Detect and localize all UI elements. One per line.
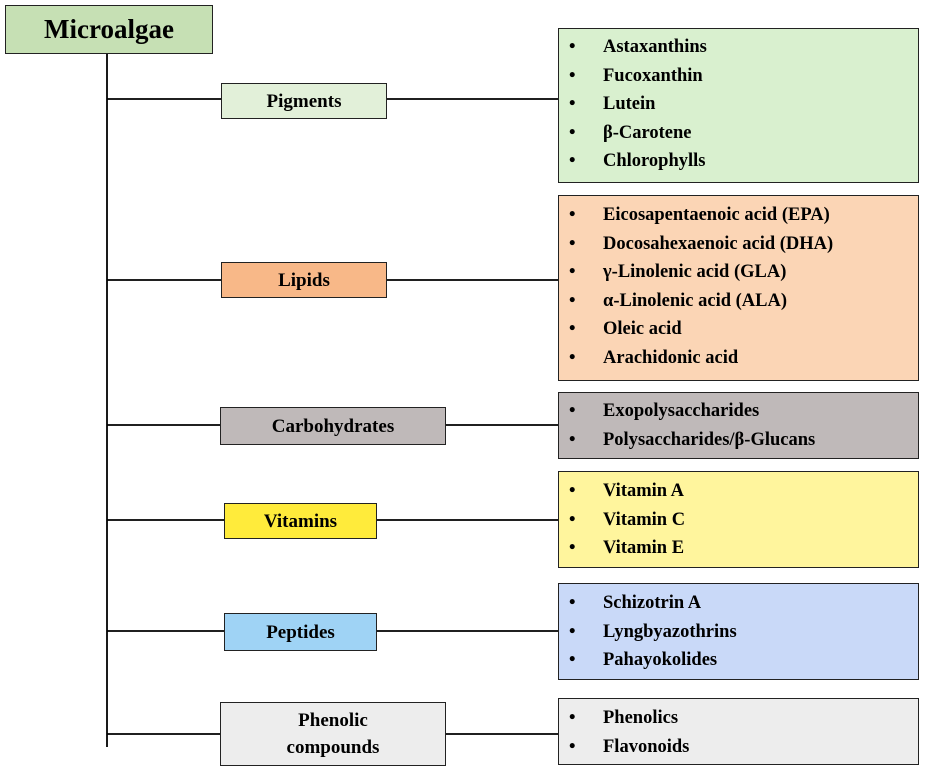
list-item: •β-Carotene xyxy=(559,119,918,148)
category-label: Pigments xyxy=(266,90,342,112)
bullet-icon: • xyxy=(569,94,576,115)
list-item: •Flavonoids xyxy=(559,733,918,762)
category-peptides: Peptides xyxy=(224,613,377,651)
bullet-icon: • xyxy=(569,319,576,340)
bullet-icon: • xyxy=(569,37,576,57)
list-item: •γ-Linolenic acid (GLA) xyxy=(559,258,918,287)
list-item: •Phenolics xyxy=(559,704,918,733)
category-label: Carbohydrates xyxy=(271,415,395,437)
list-item: •Vitamin C xyxy=(559,506,918,535)
list-item: •Chlorophylls xyxy=(559,147,918,176)
category-label: Lipids xyxy=(278,269,330,291)
list-item: •Eicosapentaenoic acid (EPA) xyxy=(559,201,918,230)
list-lipids: •Eicosapentaenoic acid (EPA) •Docosahexa… xyxy=(558,195,919,381)
list-item: •Pahayokolides xyxy=(559,646,918,675)
list-peptides: •Schizotrin A •Lyngbyazothrins •Pahayoko… xyxy=(558,583,919,680)
bullet-icon: • xyxy=(569,593,576,613)
bullet-icon: • xyxy=(569,509,576,530)
bullet-icon: • xyxy=(569,481,576,501)
bullet-icon: • xyxy=(569,708,576,728)
list-item: •α-Linolenic acid (ALA) xyxy=(559,287,918,316)
bullet-icon: • xyxy=(569,290,576,311)
list-item: •Oleic acid xyxy=(559,315,918,344)
bullet-icon: • xyxy=(569,621,576,642)
root-label: Microalgae xyxy=(44,14,174,44)
list-item: •Exopolysaccharides xyxy=(559,397,918,426)
bullet-icon: • xyxy=(569,736,576,757)
list-item: •Vitamin A xyxy=(559,477,918,506)
bullet-icon: • xyxy=(569,122,576,143)
bullet-icon: • xyxy=(569,151,576,172)
bullet-icon: • xyxy=(569,650,576,671)
list-item: •Arachidonic acid xyxy=(559,344,918,373)
category-vitamins: Vitamins xyxy=(224,503,377,539)
list-item: •Astaxanthins xyxy=(559,33,918,62)
category-phenolic-compounds: Phenolic compounds xyxy=(220,702,446,766)
list-pigments: •Astaxanthins •Fucoxanthin •Lutein •β-Ca… xyxy=(558,28,919,183)
list-item: •Lutein xyxy=(559,90,918,119)
list-vitamins: •Vitamin A •Vitamin C •Vitamin E xyxy=(558,471,919,568)
category-label: Peptides xyxy=(266,621,335,643)
list-item: •Schizotrin A xyxy=(559,589,918,618)
list-item: •Lyngbyazothrins xyxy=(559,618,918,647)
category-pigments: Pigments xyxy=(221,83,387,119)
list-phenolic-compounds: •Phenolics •Flavonoids xyxy=(558,698,919,765)
list-item: •Polysaccharides/β-Glucans xyxy=(559,426,918,455)
list-carbohydrates: •Exopolysaccharides •Polysaccharides/β-G… xyxy=(558,392,919,459)
category-carbohydrates: Carbohydrates xyxy=(220,407,446,445)
bullet-icon: • xyxy=(569,262,576,283)
bullet-icon: • xyxy=(569,205,576,225)
bullet-icon: • xyxy=(569,65,576,86)
bullet-icon: • xyxy=(569,429,576,450)
list-item: •Docosahexaenoic acid (DHA) xyxy=(559,230,918,259)
category-label: Vitamins xyxy=(263,510,338,532)
bullet-icon: • xyxy=(569,401,576,421)
list-item: •Vitamin E xyxy=(559,534,918,563)
category-lipids: Lipids xyxy=(221,262,387,298)
bullet-icon: • xyxy=(569,347,576,368)
bullet-icon: • xyxy=(569,538,576,559)
category-label: Phenolic compounds xyxy=(286,710,380,758)
bullet-icon: • xyxy=(569,233,576,254)
list-item: •Fucoxanthin xyxy=(559,62,918,91)
root-node-microalgae: Microalgae xyxy=(5,5,213,54)
